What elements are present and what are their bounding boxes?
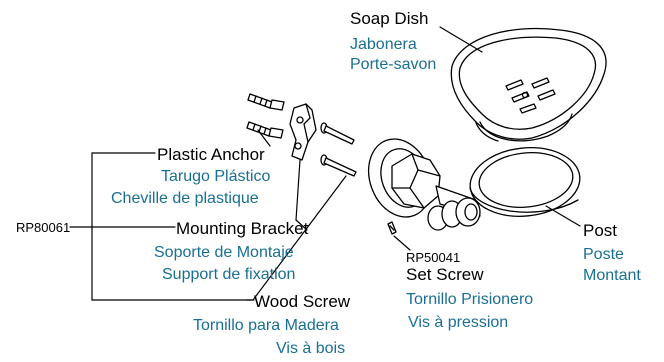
mounting-bracket-label-es: Soporte de Montaje: [154, 244, 294, 261]
soap-dish-label-en: Soap Dish: [350, 9, 429, 28]
post-label-fr: Montant: [583, 267, 641, 284]
set-screw-label-en: Set Screw: [406, 265, 484, 284]
plastic-anchors-drawing: [246, 93, 285, 139]
soap-dish-label-fr: Porte-savon: [350, 56, 437, 73]
set-screw-label-es: Tornillo Prisionero: [406, 291, 534, 308]
part-number-set-screw: RP50041: [406, 250, 461, 265]
mounting-bracket-label-en: Mounting Bracket: [176, 219, 309, 238]
post-label-en: Post: [583, 221, 618, 240]
soap-dish-drawing: [450, 27, 607, 142]
part-number-bracket-kit: RP80061: [16, 220, 71, 235]
wood-screw-label-en: Wood Screw: [254, 292, 351, 311]
post-label-es: Poste: [583, 246, 624, 263]
mounting-bracket-label-fr: Support de fixation: [162, 266, 296, 283]
wood-screws-drawing: [320, 122, 357, 177]
wood-screw-label-es: Tornillo para Madera: [193, 317, 339, 334]
soap-dish-label-es: Jabonera: [350, 36, 417, 53]
holder-drawing: [368, 138, 581, 235]
leader-lines: [69, 26, 581, 301]
plastic-anchor-label-fr: Cheville de plastique: [111, 190, 259, 207]
mounting-bracket-drawing: [289, 103, 317, 161]
plastic-anchor-label-en: Plastic Anchor: [157, 145, 265, 164]
set-screw-label-fr: Vis à pression: [408, 314, 509, 331]
plastic-anchor-label-es: Tarugo Plástico: [161, 168, 271, 185]
wood-screw-label-fr: Vis à bois: [276, 340, 346, 357]
